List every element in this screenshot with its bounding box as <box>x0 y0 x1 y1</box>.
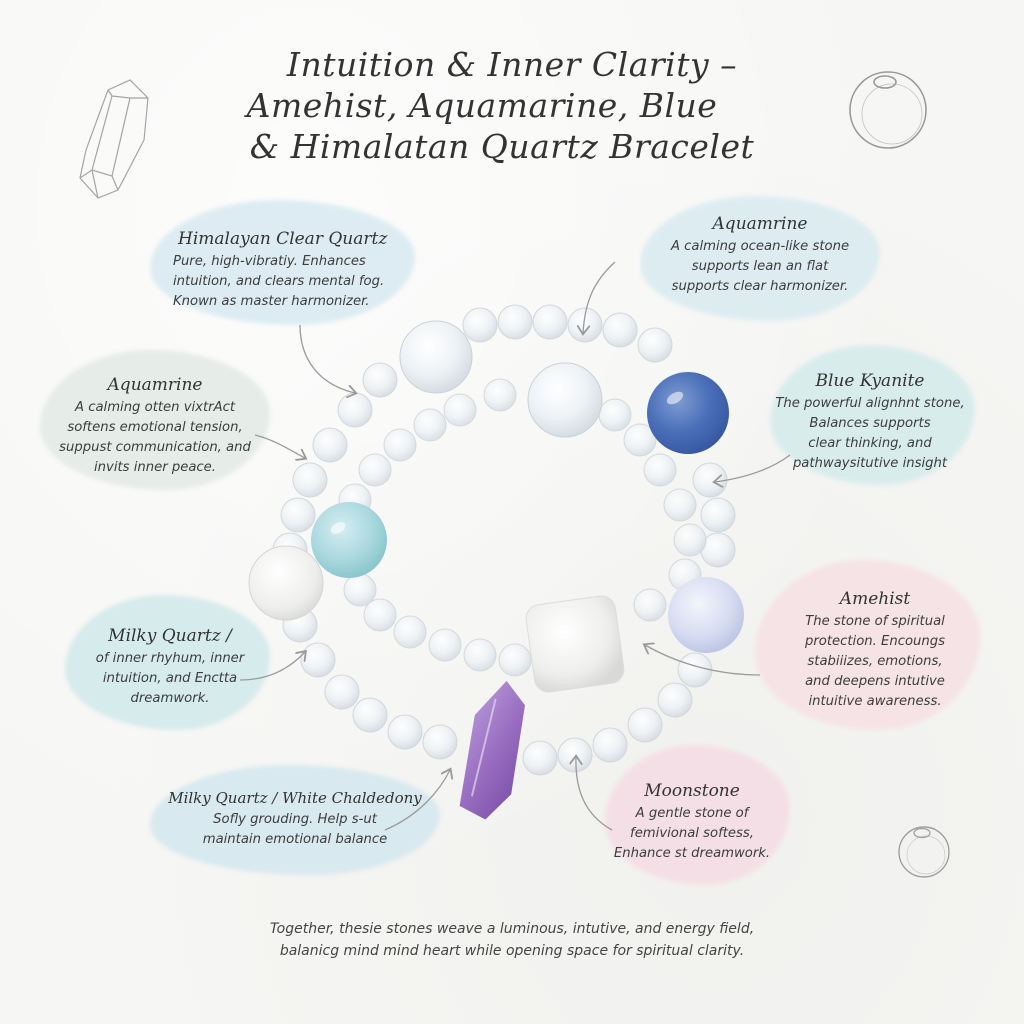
card-line: suppust communication, and <box>59 440 251 455</box>
card-heading: Himalayan Clear Quartz <box>178 229 388 249</box>
card-heading: Aquamrine <box>107 375 203 395</box>
page-title: Intuition & Inner Clarity – Amehist, Aqu… <box>0 44 1024 167</box>
card-wash-milky-left <box>65 595 270 730</box>
title-line-1: Intuition & Inner Clarity – <box>286 45 738 84</box>
card-line: A calming otten vixtrAct <box>74 400 236 415</box>
card-heading: Moonstone <box>644 781 740 801</box>
clear-quartz-bead-center <box>527 362 603 438</box>
card-line: supports lean an flat <box>691 259 829 274</box>
card-line: A gentle stone of <box>635 806 749 821</box>
card-heading: Aquamrine <box>712 214 808 234</box>
card-line: stabiiizes, emotions, <box>807 654 943 669</box>
moonstone-bead <box>668 577 744 653</box>
card-milky-quartz-left: Milky Quartz / of inner rhyhum, inner in… <box>60 626 280 709</box>
card-line: invits inner peace. <box>94 460 216 475</box>
card-wash-kyanite <box>770 345 975 485</box>
card-line: intuition, and clears mental fog. <box>173 274 385 289</box>
footer-line-1: Together, thesie stones weave a luminous… <box>269 921 755 937</box>
card-heading: Milky Quartz / <box>108 626 232 646</box>
pointer-arrows <box>239 261 791 831</box>
card-blue-kyanite: Blue Kyanite The powerful alignhnt stone… <box>750 371 990 474</box>
card-wash-himalayan <box>150 200 415 325</box>
card-line: and deepens intutive <box>805 674 945 689</box>
card-line: clear thinking, and <box>808 436 932 451</box>
card-aquamarine-top: Aquamrine A calming ocean-like stone sup… <box>640 214 880 297</box>
card-line: intuitive awareness. <box>808 694 942 709</box>
white-chalcedony-cube <box>525 595 625 693</box>
card-aquamarine-left: Aquamrine A calming otten vixtrAct softe… <box>30 375 280 478</box>
card-line: Balances supports <box>809 416 931 431</box>
card-amethyst: Amehist The stone of spiritual protectio… <box>760 589 990 712</box>
footer-caption: Together, thesie stones weave a luminous… <box>0 918 1024 962</box>
card-line: Enhance st dreamwork. <box>613 846 771 861</box>
card-milky-quartz-white-chalcedony: Milky Quartz / White Chaldedony Sofly gr… <box>150 789 440 850</box>
card-line: Pure, high-vibratiy. Enhances <box>173 254 366 269</box>
card-wash-aquamarine-left <box>40 350 270 490</box>
card-wash-moonstone <box>605 745 790 885</box>
card-line: Sofly grouding. Help s-ut <box>213 812 377 827</box>
bead-sketch-top-right-icon <box>849 71 927 149</box>
card-line: The stone of spiritual <box>805 614 945 629</box>
card-himalayan-clear-quartz: Himalayan Clear Quartz Pure, high-vibrat… <box>158 229 408 312</box>
card-line: protection. Encoungs <box>804 634 945 649</box>
card-line: maintain emotional balance <box>202 832 388 847</box>
clear-quartz-bead-large <box>399 320 473 394</box>
card-line: A calming ocean-like stone <box>670 239 850 254</box>
card-heading: Milky Quartz / White Chaldedony <box>168 789 422 807</box>
aquamarine-bead <box>311 502 387 578</box>
card-line: of inner rhyhum, inner <box>95 651 245 666</box>
card-line: supports clear harmonizer. <box>671 279 849 294</box>
footer-line-2: balanicg mind mind heart while opening s… <box>279 943 745 959</box>
card-wash-milky-bottom <box>150 765 440 875</box>
milky-quartz-bead <box>248 545 324 621</box>
card-heading: Blue Kyanite <box>815 371 925 391</box>
bead-sketch-bottom-right-icon <box>898 826 950 878</box>
card-wash-aquamarine-top <box>640 196 880 321</box>
title-line-3: & Himalatan Quartz Bracelet <box>249 127 755 166</box>
card-line: softens emotional tension, <box>67 420 243 435</box>
amethyst-point <box>459 680 525 820</box>
card-line: femivional softess, <box>630 826 754 841</box>
card-line: Known as master harmonizer. <box>173 294 370 309</box>
card-wash-amethyst <box>755 560 980 730</box>
card-line: dreamwork. <box>130 691 210 706</box>
card-line: pathwaysitutive insight <box>792 456 948 471</box>
card-line: The powerful alignhnt stone, <box>775 396 965 411</box>
card-line: intuition, and Enctta <box>102 671 238 686</box>
card-heading: Amehist <box>839 589 911 609</box>
card-moonstone: Moonstone A gentle stone of femivional s… <box>592 781 792 864</box>
title-line-2: Amehist, Aquamarine, Blue <box>246 86 718 125</box>
crystal-sketch-icon <box>79 79 149 199</box>
blue-kyanite-bead <box>647 372 729 454</box>
